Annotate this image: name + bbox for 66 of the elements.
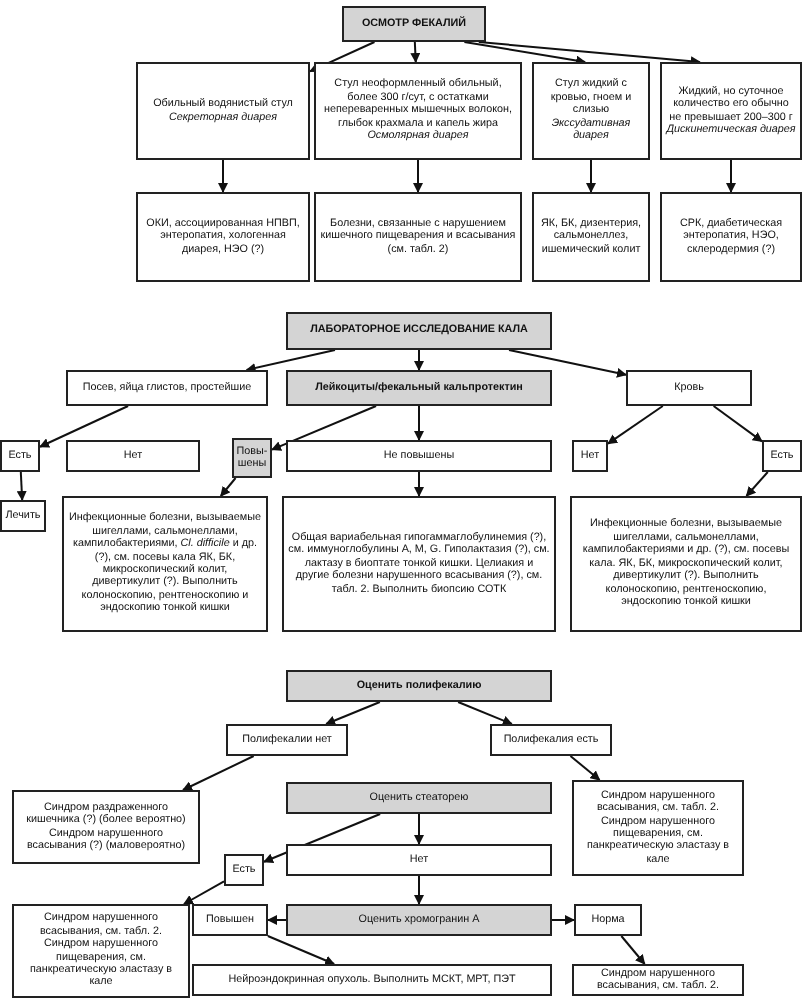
arrow xyxy=(477,41,701,67)
header-box xyxy=(286,904,552,936)
arrow xyxy=(325,701,381,726)
arrow xyxy=(414,349,424,371)
process-box xyxy=(572,964,744,996)
arrow xyxy=(726,159,736,193)
process-box xyxy=(286,440,552,472)
process-box xyxy=(12,790,200,864)
arrow xyxy=(463,41,587,66)
arrow xyxy=(182,755,255,791)
process-box xyxy=(192,904,268,936)
arrow xyxy=(569,755,601,781)
process-box xyxy=(192,964,552,996)
arrow xyxy=(218,159,228,193)
arrow xyxy=(39,405,130,448)
arrow xyxy=(410,41,421,63)
arrow xyxy=(414,875,424,905)
arrow xyxy=(586,159,596,193)
process-box xyxy=(286,844,552,876)
arrow xyxy=(414,471,424,497)
arrow xyxy=(620,935,646,965)
process-box xyxy=(660,192,802,282)
arrow xyxy=(712,405,763,443)
process-box xyxy=(660,62,802,160)
arrow xyxy=(414,405,424,441)
header-box xyxy=(232,438,272,478)
process-box xyxy=(224,854,264,886)
arrow xyxy=(745,471,769,497)
arrow xyxy=(267,915,287,925)
arrow xyxy=(219,477,237,497)
process-box xyxy=(532,192,650,282)
header-box xyxy=(286,670,552,702)
process-box xyxy=(0,500,46,532)
process-box xyxy=(136,62,310,160)
arrow xyxy=(551,915,575,925)
process-box xyxy=(532,62,650,160)
process-box xyxy=(66,440,200,472)
process-box xyxy=(136,192,310,282)
header-box xyxy=(286,370,552,406)
process-box xyxy=(66,370,268,406)
arrow xyxy=(414,813,424,845)
process-box xyxy=(626,370,752,406)
process-box xyxy=(226,724,348,756)
arrow xyxy=(457,701,513,726)
process-box xyxy=(574,904,642,936)
process-box xyxy=(572,440,608,472)
process-box xyxy=(490,724,612,756)
process-box xyxy=(762,440,802,472)
arrow xyxy=(413,159,423,193)
process-box xyxy=(570,496,802,632)
process-box xyxy=(314,62,522,160)
process-box xyxy=(62,496,268,632)
process-box xyxy=(282,496,556,632)
arrow xyxy=(16,471,27,501)
header-box xyxy=(342,6,486,42)
process-box xyxy=(314,192,522,282)
header-box xyxy=(286,312,552,350)
arrow xyxy=(271,405,378,451)
process-box xyxy=(572,780,744,876)
arrow xyxy=(245,349,336,373)
arrow xyxy=(607,405,664,445)
process-box xyxy=(0,440,40,472)
arrow xyxy=(266,935,336,966)
process-box xyxy=(12,904,190,998)
arrow xyxy=(183,880,225,905)
header-box xyxy=(286,782,552,814)
